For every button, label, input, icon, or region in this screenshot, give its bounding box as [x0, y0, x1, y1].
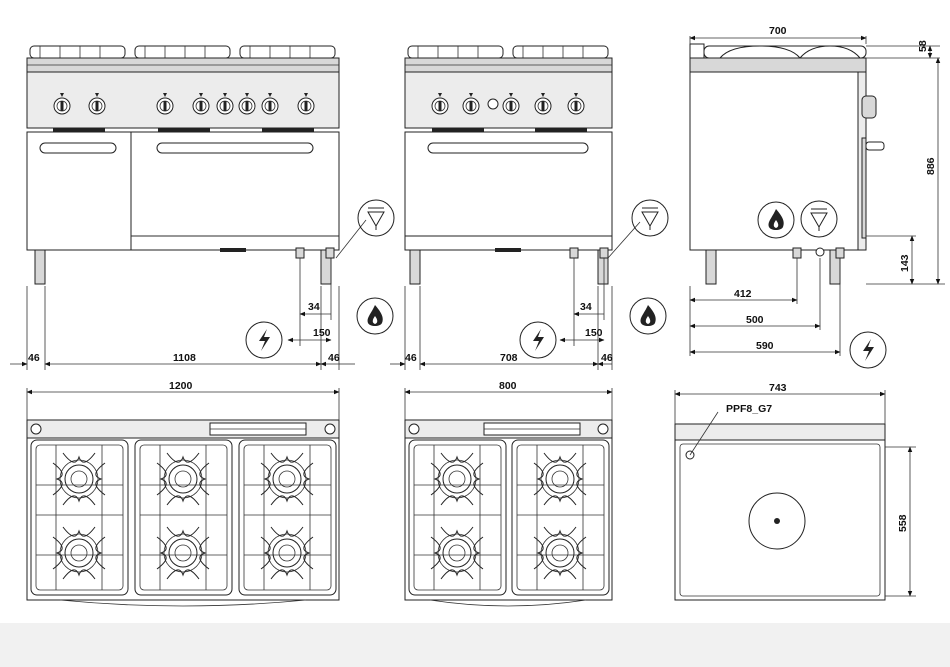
technical-drawing: 46 1108 46 34 150 46 708 46 34 150 700 5…: [0, 0, 950, 623]
dim-front-large-right: 46: [328, 352, 340, 364]
dim-side-total-height: 886: [925, 157, 937, 175]
dim-front-small-span: 708: [500, 352, 518, 364]
water-triangle-icon: [358, 200, 394, 236]
top-plate-view: [675, 412, 885, 600]
dim-front-large-span: 1108: [173, 352, 196, 364]
dim-top-large-width: 1200: [169, 380, 193, 392]
dim-front-large-left: 46: [28, 352, 40, 364]
electric-bolt-icon: [850, 332, 886, 368]
electric-bolt-icon: [246, 322, 282, 358]
dim-front-small-gas: 34: [580, 301, 592, 313]
dim-side-water: 500: [746, 314, 764, 326]
dim-front-large-gas: 34: [308, 301, 320, 313]
dim-side-depth: 700: [769, 25, 787, 37]
dim-front-small-right: 46: [601, 352, 613, 364]
electric-bolt-icon: [520, 322, 556, 358]
dim-front-small-electric: 150: [585, 327, 603, 339]
top-view-1200: [27, 420, 339, 606]
dim-front-large-electric: 150: [313, 327, 331, 339]
plate-model-label: PPF8_G7: [726, 403, 772, 415]
dim-side-top: 58: [917, 40, 929, 52]
gas-flame-icon: [630, 298, 666, 334]
dim-plate-depth: 558: [897, 514, 909, 532]
water-triangle-icon: [632, 200, 668, 236]
dim-side-gas: 412: [734, 288, 752, 300]
front-view-1200: [27, 46, 339, 284]
gas-flame-icon: [357, 298, 393, 334]
dim-plate-width: 743: [769, 382, 787, 394]
dim-side-base: 143: [899, 254, 911, 272]
dim-top-small-width: 800: [499, 380, 517, 392]
top-view-800: [405, 420, 612, 606]
front-view-800: [405, 46, 612, 284]
side-view: [690, 44, 884, 284]
dim-front-small-left: 46: [405, 352, 417, 364]
footer-strip: [0, 623, 950, 667]
dim-side-electric: 590: [756, 340, 774, 352]
